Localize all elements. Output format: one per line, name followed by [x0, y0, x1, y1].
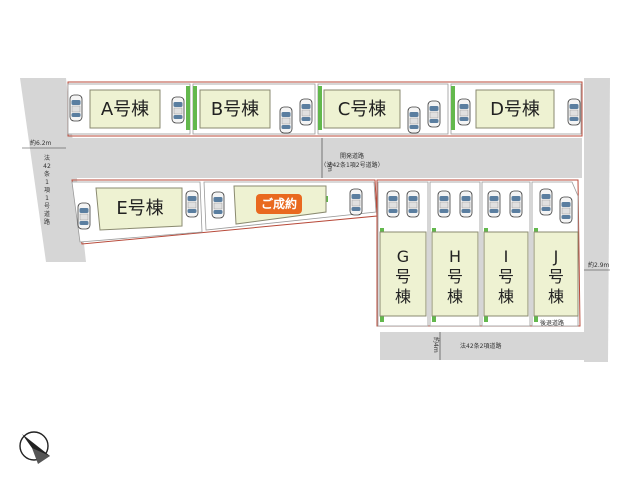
car-icon: [185, 190, 199, 218]
house-label-c: C号棟: [338, 99, 387, 120]
car-icon: [69, 94, 83, 122]
east-road-width: 約2.9m: [588, 261, 610, 269]
car-icon: [211, 191, 225, 219]
car-icon: [407, 106, 421, 134]
svg-text:路: 路: [44, 218, 50, 226]
svg-text:条: 条: [44, 170, 50, 178]
car-icon: [437, 190, 451, 218]
car-icon: [171, 96, 185, 124]
car-icon: [539, 188, 553, 216]
lot-f: ご成約: [203, 181, 377, 231]
house-label-a: A号棟: [101, 99, 149, 120]
lot-b: B号棟: [192, 83, 316, 135]
car-icon: [487, 190, 501, 218]
south-road-width: 約4m: [432, 337, 440, 353]
north-arrow-icon: [19, 431, 50, 464]
lot-d: D号棟: [450, 83, 582, 135]
car-icon: [279, 106, 293, 134]
south-east-lots-boundary: [376, 179, 581, 327]
lot-c: C号棟: [317, 83, 449, 135]
lot-e: E号棟: [71, 181, 203, 243]
car-icon: [567, 98, 581, 126]
house-label-g-letter: G: [397, 247, 409, 266]
car-icon: [77, 202, 91, 230]
lot-i: I 号 棟: [481, 181, 531, 327]
car-icon: [406, 190, 420, 218]
house-label-j-letter: J: [553, 247, 559, 266]
car-icon: [457, 98, 471, 126]
lot-h: H 号 棟: [429, 181, 481, 327]
svg-text:道: 道: [44, 210, 50, 218]
development-road-name: 開発道路: [340, 152, 364, 160]
svg-text:項: 項: [44, 187, 50, 194]
west-road-width: 約6.2m: [30, 139, 52, 147]
house-label-b: B号棟: [211, 99, 259, 120]
house-label-i-letter: I: [504, 247, 509, 266]
lot-j: J 号 棟: [531, 181, 579, 327]
car-icon: [349, 188, 363, 216]
house-label-g-to: 棟: [395, 287, 411, 306]
development-road: [66, 138, 582, 178]
svg-text:1: 1: [45, 179, 49, 186]
back-road-label: 後退道路: [540, 319, 564, 327]
car-icon: [299, 98, 313, 126]
car-icon: [559, 196, 573, 224]
svg-text:法: 法: [44, 154, 50, 162]
sold-badge-text: ご成約: [261, 196, 297, 211]
house-label-d: D号棟: [490, 99, 540, 120]
svg-text:42: 42: [43, 163, 51, 170]
house-label-g-go: 号: [395, 267, 411, 286]
west-road-name: 法 42 条 1 項 1 号 道 路: [43, 154, 51, 226]
south-road-name: 法42条2項道路: [460, 342, 501, 350]
car-icon: [509, 190, 523, 218]
car-icon: [427, 100, 441, 128]
house-label-h-to: 棟: [447, 287, 463, 306]
development-road-width: 6m: [326, 162, 333, 172]
house-label-h-letter: H: [449, 247, 461, 266]
house-label-j-to: 棟: [548, 287, 564, 306]
house-label-e: E号棟: [116, 198, 163, 219]
svg-text:1: 1: [45, 195, 49, 202]
development-road-law: （法42条1項2号道路）: [320, 161, 383, 169]
house-label-j-go: 号: [548, 267, 564, 286]
sold-badge: ご成約: [256, 194, 302, 214]
house-label-i-go: 号: [498, 267, 514, 286]
car-icon: [386, 190, 400, 218]
house-label-h-go: 号: [447, 267, 463, 286]
south-road: [380, 332, 608, 360]
house-label-i-to: 棟: [498, 287, 514, 306]
east-road: [584, 78, 610, 362]
svg-text:号: 号: [44, 203, 50, 210]
lot-a: A号棟: [67, 83, 191, 135]
lot-g: G 号 棟: [377, 181, 429, 327]
car-icon: [459, 190, 473, 218]
